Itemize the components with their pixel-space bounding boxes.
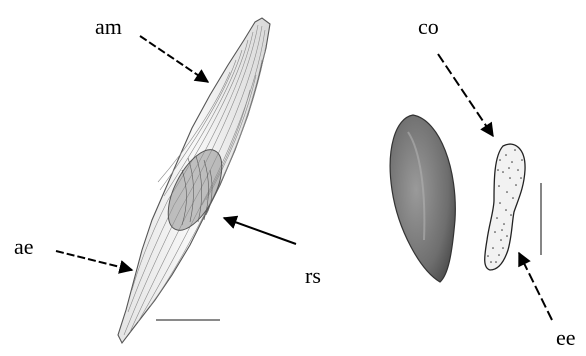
label-co: co	[418, 16, 439, 38]
arrow-co	[438, 54, 493, 136]
label-ae: ae	[14, 236, 34, 258]
oval-body	[390, 115, 455, 282]
arrow-ae	[56, 251, 132, 270]
label-rs: rs	[305, 265, 321, 287]
label-am: am	[95, 16, 122, 38]
elongated-specimen	[118, 18, 270, 343]
club-specimen	[485, 144, 525, 270]
arrow-am	[140, 36, 208, 82]
arrow-rs	[224, 218, 296, 244]
oval-specimen	[390, 115, 455, 282]
arrow-ee	[519, 253, 552, 320]
label-ee: ee	[556, 327, 576, 349]
club-outline	[485, 144, 525, 270]
